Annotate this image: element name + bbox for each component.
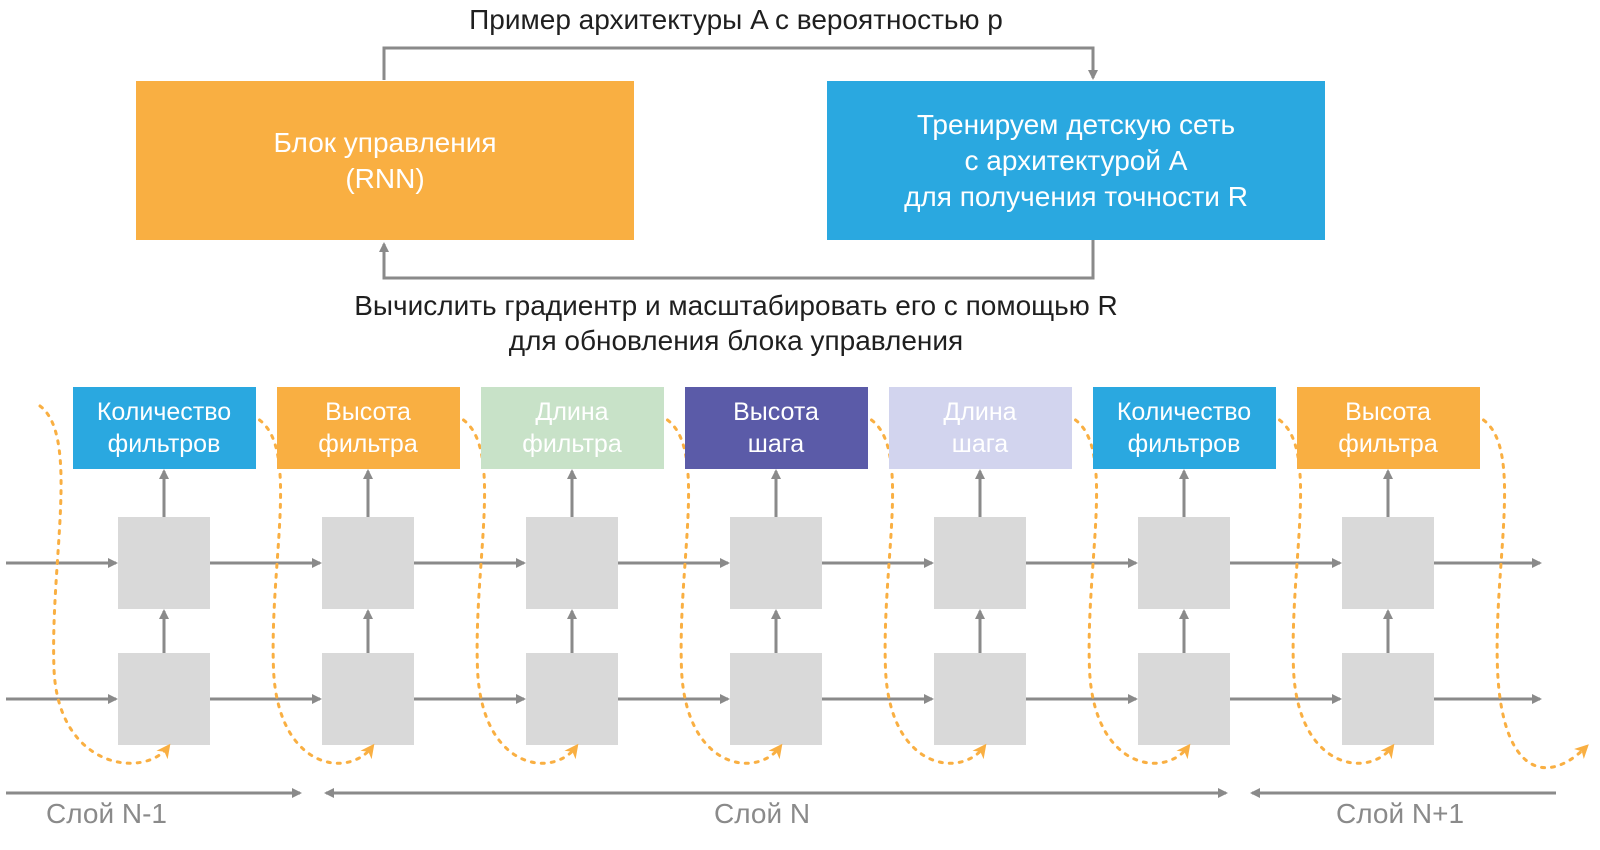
rnn-cell-bottom (730, 653, 822, 745)
rnn-cell-top (934, 517, 1026, 609)
token-box: Высота шага (684, 387, 868, 469)
token-line-2: фильтров (1127, 430, 1241, 458)
rnn-cell-bottom (1342, 653, 1434, 745)
rnn-cell-top (730, 517, 822, 609)
token-line-1: Длина (943, 398, 1017, 426)
sample-arrow (382, 46, 1098, 80)
controller-title: Блок управления (273, 126, 497, 158)
controller-box: Блок управления (RNN) (136, 81, 634, 240)
token-line-2: фильтра (522, 430, 622, 458)
layer-label: Слой N+1 (1336, 798, 1465, 829)
child-line-1: Тренируем детскую сеть (916, 108, 1236, 140)
token-box: Длина фильтра (480, 387, 664, 469)
feedback-arrow (379, 240, 1095, 280)
rnn-grid (6, 404, 1589, 798)
token-line-2: шага (951, 430, 1009, 458)
token-box: Количество фильтров (72, 387, 256, 469)
sampling-feedback-curve (38, 404, 171, 765)
child-network-box: Тренируем детскую сеть с архитектурой A … (827, 81, 1325, 240)
token-line-1: Длина (535, 398, 609, 426)
token-line-1: Высота (325, 398, 411, 426)
rnn-cell-bottom (322, 653, 414, 745)
rnn-cell-top (118, 517, 210, 609)
rnn-cell-top (1342, 517, 1434, 609)
rnn-cell-bottom (934, 653, 1026, 745)
token-line-2: фильтра (318, 430, 418, 458)
token-box: Количество фильтров (1092, 387, 1276, 469)
feedback-label-line2: для обновления блока управления (508, 325, 964, 356)
token-line-2: шага (747, 430, 805, 458)
rnn-cell-bottom (118, 653, 210, 745)
rnn-cell-top (526, 517, 618, 609)
token-line-1: Высота (1345, 398, 1431, 426)
token-line-2: фильтров (107, 430, 221, 458)
rnn-cell-bottom (526, 653, 618, 745)
token-line-2: фильтра (1338, 430, 1438, 458)
sample-label: Пример архитектуры A с вероятностью p (469, 4, 1003, 35)
controller-subtitle: (RNN) (345, 162, 425, 194)
child-line-3: для получения точности R (904, 180, 1248, 212)
token-box: Высота фильтра (1296, 387, 1480, 469)
token-line-1: Высота (733, 398, 819, 426)
rnn-cell-bottom (1138, 653, 1230, 745)
token-box: Высота фильтра (276, 387, 460, 469)
child-line-2: с архитектурой A (964, 144, 1188, 176)
rnn-cell-top (1138, 517, 1230, 609)
rnn-cell-top (322, 517, 414, 609)
token-line-1: Количество (96, 398, 232, 426)
sampling-feedback-curve (1482, 418, 1589, 770)
token-box: Длина шага (888, 387, 1072, 469)
layer-label: Слой N (714, 798, 811, 829)
feedback-label-line1: Вычислить градиентр и масштабировать его… (354, 290, 1118, 321)
token-line-1: Количество (1116, 398, 1252, 426)
layer-label: Слой N-1 (46, 798, 167, 829)
